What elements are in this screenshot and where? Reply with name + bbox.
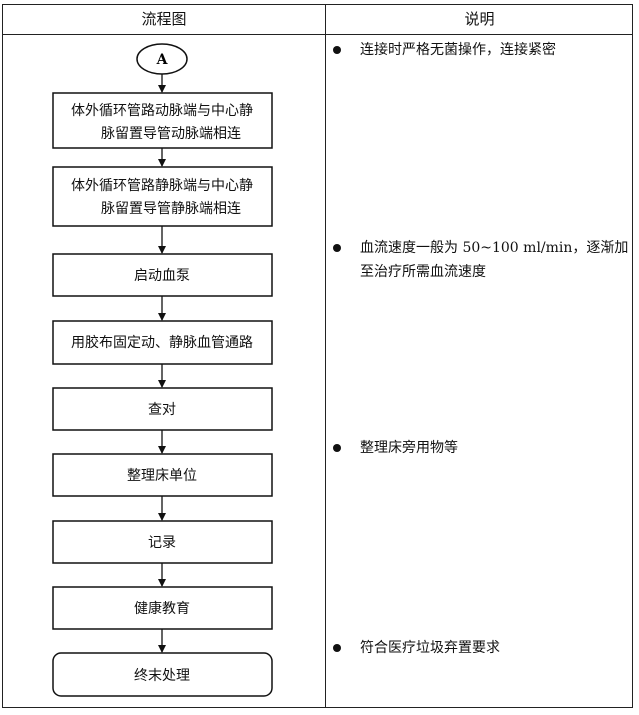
step-9-label: 终末处理 bbox=[134, 668, 190, 684]
step-2-line2: 脉留置导管静脉端相连 bbox=[101, 201, 241, 217]
flow-table: 流程图 说明 bbox=[2, 4, 633, 708]
note-1-bullet bbox=[333, 46, 341, 54]
note-3-bullet bbox=[333, 444, 341, 452]
note-3-line1: 整理床旁用物等 bbox=[360, 440, 458, 456]
step-box-8 bbox=[52, 586, 273, 630]
step-2-line1: 体外循环管路静脉端与中心静 bbox=[71, 178, 253, 194]
step-1-line1: 体外循环管路动脉端与中心静 bbox=[71, 103, 253, 119]
step-box-4 bbox=[52, 320, 273, 365]
note-2-line2: 至治疗所需血流速度 bbox=[360, 264, 486, 280]
note-3: 整理床旁用物等 bbox=[360, 436, 630, 460]
note-4-line1: 符合医疗垃圾弃置要求 bbox=[360, 640, 500, 656]
note-2-line1: 血流速度一般为 50~100 ml/min，逐渐加 bbox=[360, 240, 629, 256]
note-4: 符合医疗垃圾弃置要求 bbox=[360, 636, 630, 660]
step-box-5 bbox=[52, 387, 273, 431]
step-box-1 bbox=[52, 92, 273, 149]
step-box-9-terminal bbox=[52, 652, 273, 697]
step-4-label: 用胶布固定动、静脉血管通路 bbox=[71, 334, 253, 351]
note-2-bullet bbox=[333, 244, 341, 252]
note-1-line1: 连接时严格无菌操作，连接紧密 bbox=[360, 42, 556, 58]
note-4-bullet bbox=[333, 644, 341, 652]
note-1: 连接时严格无菌操作，连接紧密 bbox=[360, 38, 630, 62]
step-8-label: 健康教育 bbox=[134, 600, 190, 617]
step-7-label: 记录 bbox=[148, 535, 176, 551]
connector-a-label: A bbox=[156, 52, 169, 68]
step-box-7 bbox=[52, 520, 273, 564]
step-box-2 bbox=[52, 166, 273, 227]
step-box-6 bbox=[52, 453, 273, 497]
step-box-3 bbox=[52, 253, 273, 297]
step-6-label: 整理床单位 bbox=[127, 468, 197, 484]
step-5-label: 查对 bbox=[148, 402, 176, 418]
note-2: 血流速度一般为 50~100 ml/min，逐渐加 至治疗所需血流速度 bbox=[360, 236, 630, 284]
header-description: 说明 bbox=[464, 10, 495, 28]
step-1-line2: 脉留置导管动脉端相连 bbox=[101, 126, 241, 142]
header-divider bbox=[3, 34, 632, 35]
step-3-label: 启动血泵 bbox=[134, 268, 190, 284]
header-flowchart: 流程图 bbox=[141, 10, 187, 28]
column-divider bbox=[325, 5, 326, 707]
